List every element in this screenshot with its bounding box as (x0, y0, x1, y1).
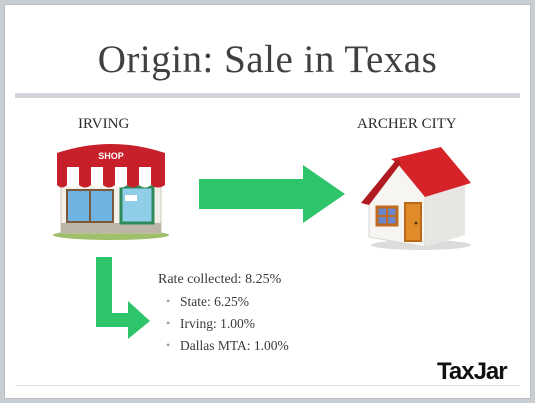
slide: Origin: Sale in Texas IRVING ARCHER CITY… (4, 4, 531, 399)
taxjar-logo: TaxJar (437, 358, 508, 385)
origin-label: IRVING (78, 116, 130, 132)
shop-sign: SHOP (98, 151, 124, 161)
rate-breakdown: Rate collected: 8.25% • State: 6.25% • Irv… (158, 272, 289, 360)
bullet-icon: • (166, 316, 171, 330)
rate-mta: Dallas MTA: 1.00% (180, 338, 289, 353)
shop-icon: SHOP (51, 135, 171, 246)
rate-city: Irving: 1.00% (180, 316, 255, 331)
arrow-down-right-icon (92, 257, 154, 344)
list-item: • Irving: 1.00% (166, 316, 289, 332)
arrow-right-icon (199, 165, 349, 228)
list-item: • State: 6.25% (166, 294, 289, 310)
house-icon (361, 143, 473, 256)
destination-label: ARCHER CITY (357, 116, 457, 132)
rate-collected: Rate collected: 8.25% (158, 272, 282, 287)
list-item: • Dallas MTA: 1.00% (166, 338, 289, 354)
footer-divider (15, 385, 520, 386)
slide-title: Origin: Sale in Texas (97, 38, 438, 81)
bullet-icon: • (166, 338, 171, 352)
rate-state: State: 6.25% (180, 294, 249, 309)
title-divider (15, 93, 520, 98)
rate-list: • State: 6.25% • Irving: 1.00% • Dallas MTA… (158, 294, 289, 354)
bullet-icon: • (166, 294, 171, 308)
